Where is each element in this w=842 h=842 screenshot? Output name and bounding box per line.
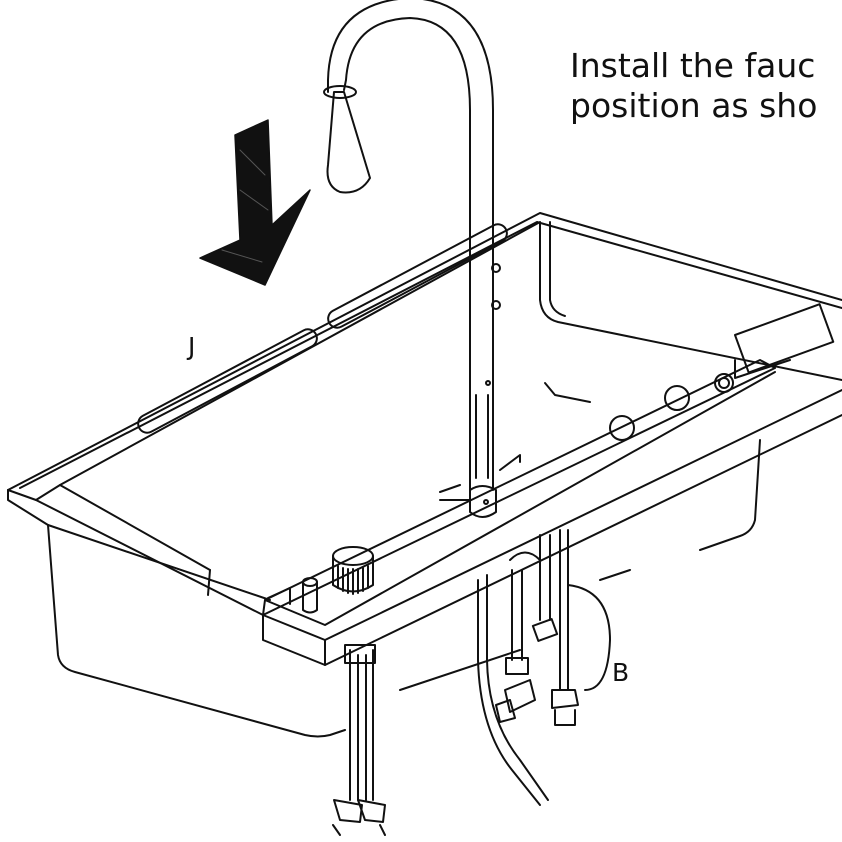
instruction-line-2: position as sho xyxy=(570,86,818,125)
drainer-slots xyxy=(137,223,508,434)
instruction-text: Install the fauc position as sho xyxy=(570,46,842,126)
instruction-line-1: Install the fauc xyxy=(570,46,816,85)
sink-basin-body xyxy=(47,439,761,738)
center-supply-lines xyxy=(477,529,611,806)
control-knob xyxy=(267,546,374,614)
pull-down-faucet xyxy=(323,0,521,518)
deck-plate xyxy=(262,303,842,666)
install-direction-arrow xyxy=(199,119,311,286)
part-label-j: J xyxy=(188,332,196,361)
part-label-b: B xyxy=(612,658,630,687)
sink-rim xyxy=(7,212,842,616)
inner-basin xyxy=(35,221,842,596)
left-supply-hoses xyxy=(332,644,386,836)
